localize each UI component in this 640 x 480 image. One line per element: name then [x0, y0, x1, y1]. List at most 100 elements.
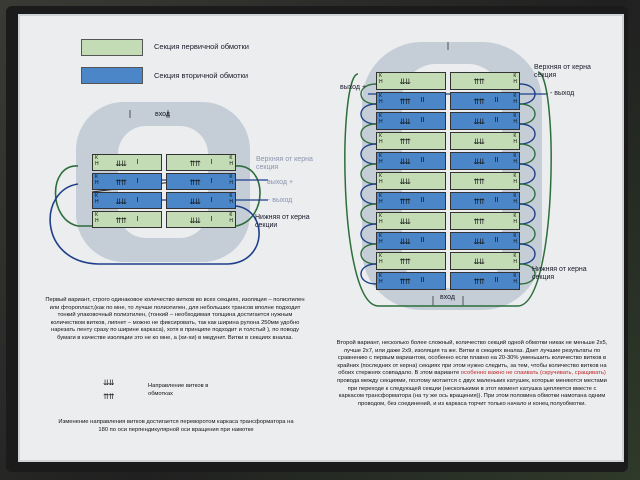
direction-down-arrows: ⇊⇊	[103, 378, 115, 387]
winding-direction-arrows: ⇊⇊	[115, 158, 127, 168]
right-interconnect-right-9	[519, 243, 536, 265]
winding-direction-arrows: ⇈⇈	[473, 197, 485, 206]
section-number: I	[210, 177, 213, 185]
winding-direction-arrows: ⇈⇈	[189, 158, 201, 168]
winding-direction-arrows: ⇊⇊	[473, 237, 485, 246]
winding-direction-arrows: ⇈⇈	[473, 77, 485, 86]
legend-secondary-label: Секция вторичной обмотки	[154, 71, 249, 80]
section-number: II	[420, 97, 425, 104]
winding-direction-arrows: ⇊⇊	[189, 196, 201, 206]
right-interconnect-right-8	[519, 223, 536, 245]
diagram-sheet: Секция первичной обмотки Секция вторично…	[18, 14, 624, 462]
right-bottom-section-label: Нижняя от керна секция	[532, 266, 587, 281]
winding-direction-arrows: ⇈⇈	[473, 277, 485, 286]
left-output-minus: - выход	[268, 197, 293, 204]
section-number: II	[494, 237, 499, 244]
right-description-part-b: провода между секциями, поэтому мотается…	[337, 377, 607, 407]
section-number: II	[494, 97, 499, 104]
left-output-plus: выход +	[267, 179, 294, 186]
legend-primary-label: Секция первичной обмотки	[154, 42, 249, 51]
section-number: I	[136, 215, 139, 223]
right-interconnect-right-4	[519, 143, 536, 165]
winding-direction-arrows: ⇈⇈	[473, 97, 485, 106]
right-description-part-a: Второй вариант, несколько более сложный,…	[336, 340, 608, 377]
left-description: Первый вариант, строго одинаковое количе…	[45, 297, 305, 341]
winding-direction-arrows: ⇈⇈	[115, 215, 127, 225]
right-interconnect-left-4	[360, 143, 377, 165]
left-input-label: вход	[155, 111, 170, 118]
left-top-section-label: Верхняя от керна секция	[256, 156, 313, 171]
right-interconnect-right-3	[519, 123, 536, 145]
section-number: I	[210, 158, 213, 166]
winding-direction-arrows: ⇊⇊	[399, 157, 411, 166]
section-number: I	[210, 196, 213, 204]
left-bottom-note: Изменение направления витков достигается…	[58, 419, 294, 433]
section-number: II	[494, 157, 499, 164]
left-bottom-section-label: Нижняя от керна секции	[255, 214, 310, 229]
right-interconnect-left-2	[360, 103, 377, 125]
winding-direction-arrows: ⇈⇈	[115, 177, 127, 187]
winding-direction-arrows: ⇈⇈	[399, 137, 411, 146]
winding-direction-arrows: ⇊⇊	[473, 257, 485, 266]
section-number: II	[494, 197, 499, 204]
legend-secondary-swatch	[81, 67, 143, 84]
winding-direction-arrows: ⇈⇈	[399, 197, 411, 206]
section-number: II	[420, 237, 425, 244]
section-number: II	[420, 157, 425, 164]
winding-direction-arrows: ⇊⇊	[115, 196, 127, 206]
winding-direction-arrows: ⇊⇊	[399, 117, 411, 126]
section-number: II	[494, 117, 499, 124]
section-number: II	[494, 277, 499, 284]
direction-up-arrows: ⇈⇈	[103, 392, 115, 401]
section-number: II	[420, 277, 425, 284]
right-interconnect-left-10	[360, 263, 377, 285]
section-number: I	[210, 215, 213, 223]
right-interconnect-right-6	[519, 183, 536, 205]
section-number: I	[136, 177, 139, 185]
winding-direction-arrows: ⇈⇈	[189, 177, 201, 187]
right-interconnect-left-5	[360, 163, 377, 185]
winding-direction-arrows: ⇈⇈	[399, 277, 411, 286]
